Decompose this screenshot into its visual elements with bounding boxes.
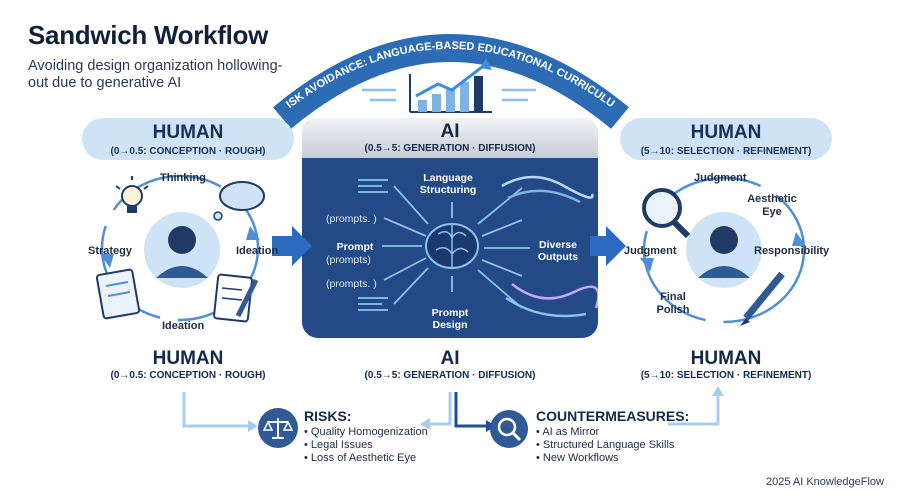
speed-lines-right <box>502 88 536 102</box>
label-thinking: Thinking <box>160 172 206 184</box>
risks-section: RISKS: Quality Homogenization Legal Issu… <box>304 408 428 465</box>
label-strategy: Strategy <box>88 245 133 257</box>
growth-chart-icon <box>409 58 492 113</box>
bottom-title: HUMAN <box>152 348 224 369</box>
label-ideation-bottom: Ideation <box>162 320 205 332</box>
ai-panel-illustration <box>358 175 598 318</box>
bottom-sub: (0→0.5: CONCEPTION · ROUGH) <box>110 370 266 381</box>
page-title: Sandwich Workflow <box>28 20 268 50</box>
bottom-label-ai: AI (0.5→5: GENERATION · DIFFUSION) <box>302 348 598 381</box>
bottom-label-human-right: HUMAN (5→10: SELECTION · REFINEMENT) <box>620 348 832 381</box>
thought-cloud-icon <box>213 181 265 221</box>
right-human-header: HUMAN (5→10: SELECTION · REFINEMENT) <box>620 118 832 160</box>
bottom-title: AI <box>440 348 460 369</box>
person-icon <box>698 226 750 278</box>
risk-item: Loss of Aesthetic Eye <box>304 452 428 465</box>
person-icon <box>156 226 208 278</box>
bottom-title: HUMAN <box>690 348 762 369</box>
scales-icon <box>258 408 298 448</box>
right-header-title: HUMAN <box>690 122 762 143</box>
diffusion-swirls <box>501 175 598 318</box>
label-responsibility: Responsibility <box>754 245 830 257</box>
footer-credit: 2025 AI KnowledgeFlow <box>765 476 884 488</box>
risk-item: Legal Issues <box>304 439 428 452</box>
document-pen-icon <box>213 273 259 323</box>
arrow-right-icon <box>590 226 626 266</box>
countermeasures-section: COUNTERMEASURES: AI as Mirror Structured… <box>536 408 689 465</box>
right-cycle-illustration <box>640 176 806 326</box>
risk-item: Quality Homogenization <box>304 426 428 439</box>
lightbulb-icon <box>115 176 149 213</box>
countermeasure-item: Structured Language Skills <box>536 439 689 452</box>
label-judgment-left: Judgment <box>624 245 677 257</box>
left-human-header: HUMAN (0→0.5: CONCEPTION · ROUGH) <box>82 118 294 160</box>
text-lines-icon <box>358 179 388 311</box>
bottom-label-human-left: HUMAN (0→0.5: CONCEPTION · ROUGH) <box>82 348 294 381</box>
label-prompts-2: (prompts. ) <box>326 278 377 290</box>
speed-lines-left <box>362 88 396 102</box>
ai-header-title: AI <box>440 121 460 142</box>
risks-heading: RISKS: <box>304 408 352 424</box>
search-icon <box>490 410 528 448</box>
ai-header-sub: (0.5→5: GENERATION · DIFFUSION) <box>364 143 536 154</box>
label-ideation-right: Ideation <box>236 245 279 257</box>
ai-header: AI (0.5→5: GENERATION · DIFFUSION) <box>302 118 598 158</box>
countermeasures-heading: COUNTERMEASURES: <box>536 408 690 424</box>
label-prompt: Prompt <box>336 241 374 253</box>
left-cycle-illustration <box>95 174 265 323</box>
bottom-sub: (5→10: SELECTION · REFINEMENT) <box>640 370 812 381</box>
sketch-notepad-icon <box>95 268 141 320</box>
label-judgment-top: Judgment <box>694 172 747 184</box>
label-prompts-1: (prompts. ) <box>326 213 377 225</box>
magnifier-icon <box>642 188 691 239</box>
bottom-sub: (0.5→5: GENERATION · DIFFUSION) <box>364 370 536 381</box>
brain-icon <box>425 223 479 269</box>
right-header-sub: (5→10: SELECTION · REFINEMENT) <box>640 146 812 157</box>
label-prompt-sub: (prompts) <box>326 254 371 266</box>
left-header-sub: (0→0.5: CONCEPTION · ROUGH) <box>110 146 266 157</box>
countermeasure-item: New Workflows <box>536 452 689 465</box>
arc-band <box>273 34 629 129</box>
left-header-title: HUMAN <box>152 122 224 143</box>
countermeasure-item: AI as Mirror <box>536 426 689 439</box>
pen-icon <box>740 271 785 326</box>
arrow-right-icon <box>272 226 312 266</box>
page-subtitle: Avoiding design organization hollowing-o… <box>28 58 283 91</box>
